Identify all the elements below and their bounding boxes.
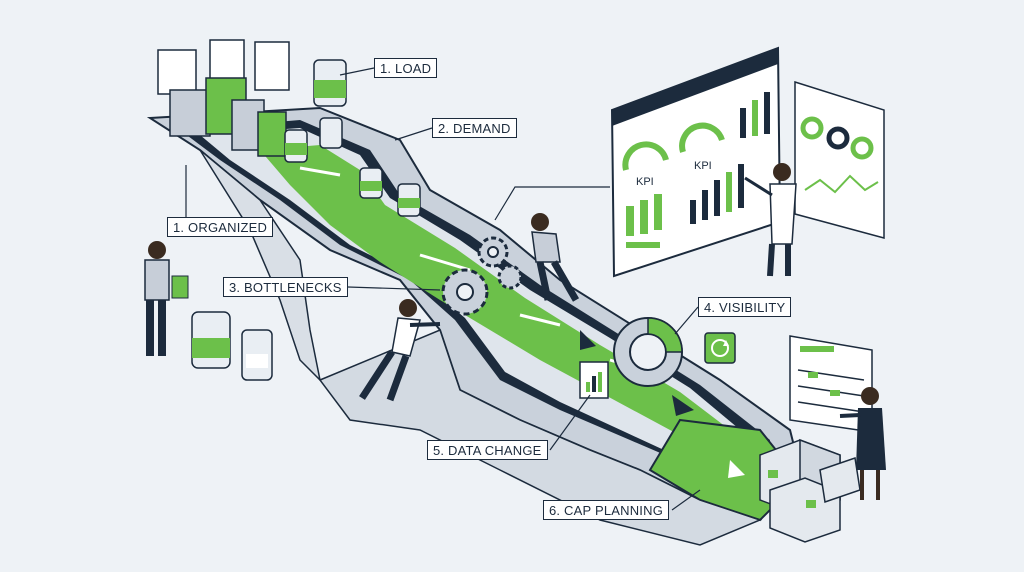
person-presenter [839, 387, 886, 500]
jars-on-conveyor [284, 59, 421, 217]
shipping-boxes [759, 438, 861, 543]
step-label-bottlenecks: 3. BOTTLENECKS [223, 277, 348, 297]
folders-stack [157, 39, 290, 157]
step-label-data-change: 5. DATA CHANGE [427, 440, 548, 460]
gears-icon [441, 236, 523, 316]
step-label-demand: 2. DEMAND [432, 118, 517, 138]
step-label-visibility: 4. VISIBILITY [698, 297, 792, 317]
report-sheet [789, 335, 873, 433]
person-pushing [359, 299, 441, 402]
step-label-organized: 1. ORGANIZED [167, 217, 274, 237]
refresh-icon [704, 332, 736, 364]
leader-lines [185, 67, 701, 511]
kpi-caption-left: KPI [636, 176, 654, 188]
bar-chart-card-icon [579, 361, 609, 399]
cycle-ring-icon [613, 317, 683, 387]
step-label-load: 1. LOAD [374, 58, 438, 78]
dashboard-monitor [610, 46, 782, 278]
step-label-cap-planning: 6. CAP PLANNING [543, 500, 670, 520]
person-gears [531, 213, 580, 302]
kpi-caption-right: KPI [694, 160, 712, 172]
person-organizer [144, 241, 189, 356]
side-chart-panel [794, 80, 885, 239]
jars-standalone [191, 311, 273, 381]
person-analyst [744, 163, 797, 277]
